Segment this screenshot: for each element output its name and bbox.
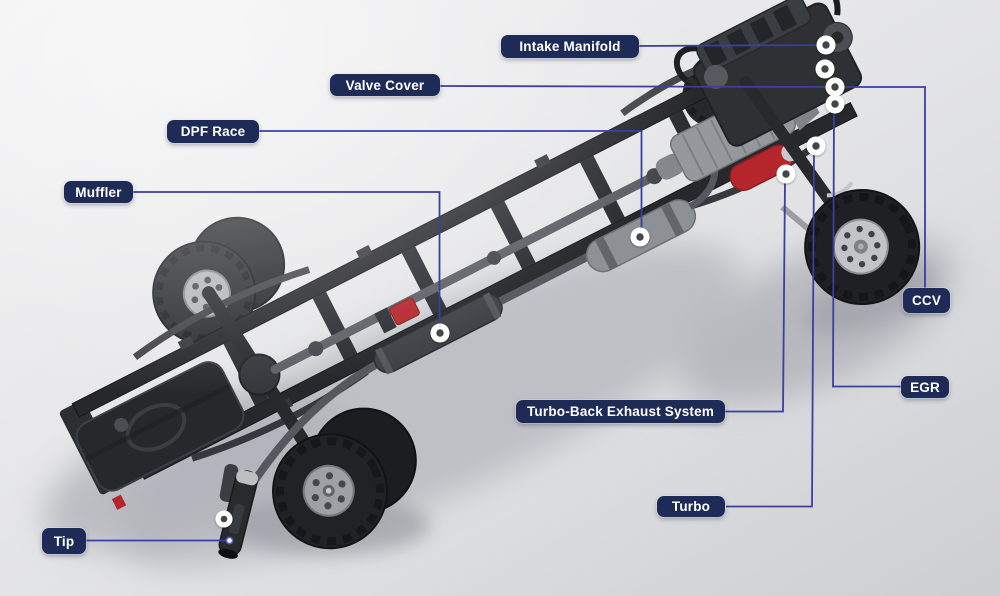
callout-line-dpf-race — [259, 130, 643, 233]
callout-line-egr — [832, 105, 901, 388]
tip-line-end-dot — [225, 536, 234, 545]
callout-line-intake-manifold — [638, 44, 827, 47]
label-turbo-back-exhaust-system: Turbo-Back Exhaust System — [516, 400, 725, 423]
label-intake-manifold: Intake Manifold — [501, 35, 639, 58]
label-valve-cover: Valve Cover — [330, 74, 440, 96]
callout-line-muffler — [133, 191, 441, 326]
callout-line-turbo — [726, 149, 815, 508]
callout-line-ccv — [834, 86, 926, 288]
label-muffler: Muffler — [64, 181, 133, 203]
label-dpf-race: DPF Race — [167, 120, 259, 143]
label-ccv: CCV — [903, 288, 950, 313]
label-tip: Tip — [42, 528, 86, 554]
label-turbo: Turbo — [657, 496, 725, 517]
callout-line-turbo-back — [725, 179, 786, 413]
label-egr: EGR — [901, 376, 949, 398]
callout-line-valve-cover — [439, 85, 835, 88]
